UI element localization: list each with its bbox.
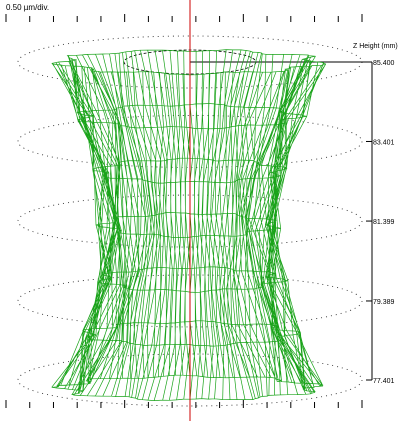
cylinder-wireframe-mesh	[51, 49, 327, 401]
reference-ring	[17, 274, 363, 328]
reference-ring	[17, 115, 363, 168]
z-axis-label: Z Height (mm)	[353, 43, 398, 50]
z-tick-label: 79.389	[373, 299, 395, 306]
reference-ring	[17, 194, 363, 248]
top-scale-ruler	[5, 14, 363, 22]
z-tick-label: 77.401	[373, 378, 395, 385]
mesh-lines	[51, 49, 327, 401]
z-tick-label: 85.400	[373, 60, 395, 67]
reference-ring	[17, 353, 363, 407]
z-tick-label: 83.401	[373, 139, 395, 146]
z-tick-label: 81.399	[373, 219, 395, 226]
bottom-scale-ruler	[5, 400, 363, 408]
z-axis-ticks: 85.400 83.401 81.399 79.389 77.401	[366, 60, 395, 385]
scale-label: 0.50 µm/div.	[6, 3, 49, 12]
